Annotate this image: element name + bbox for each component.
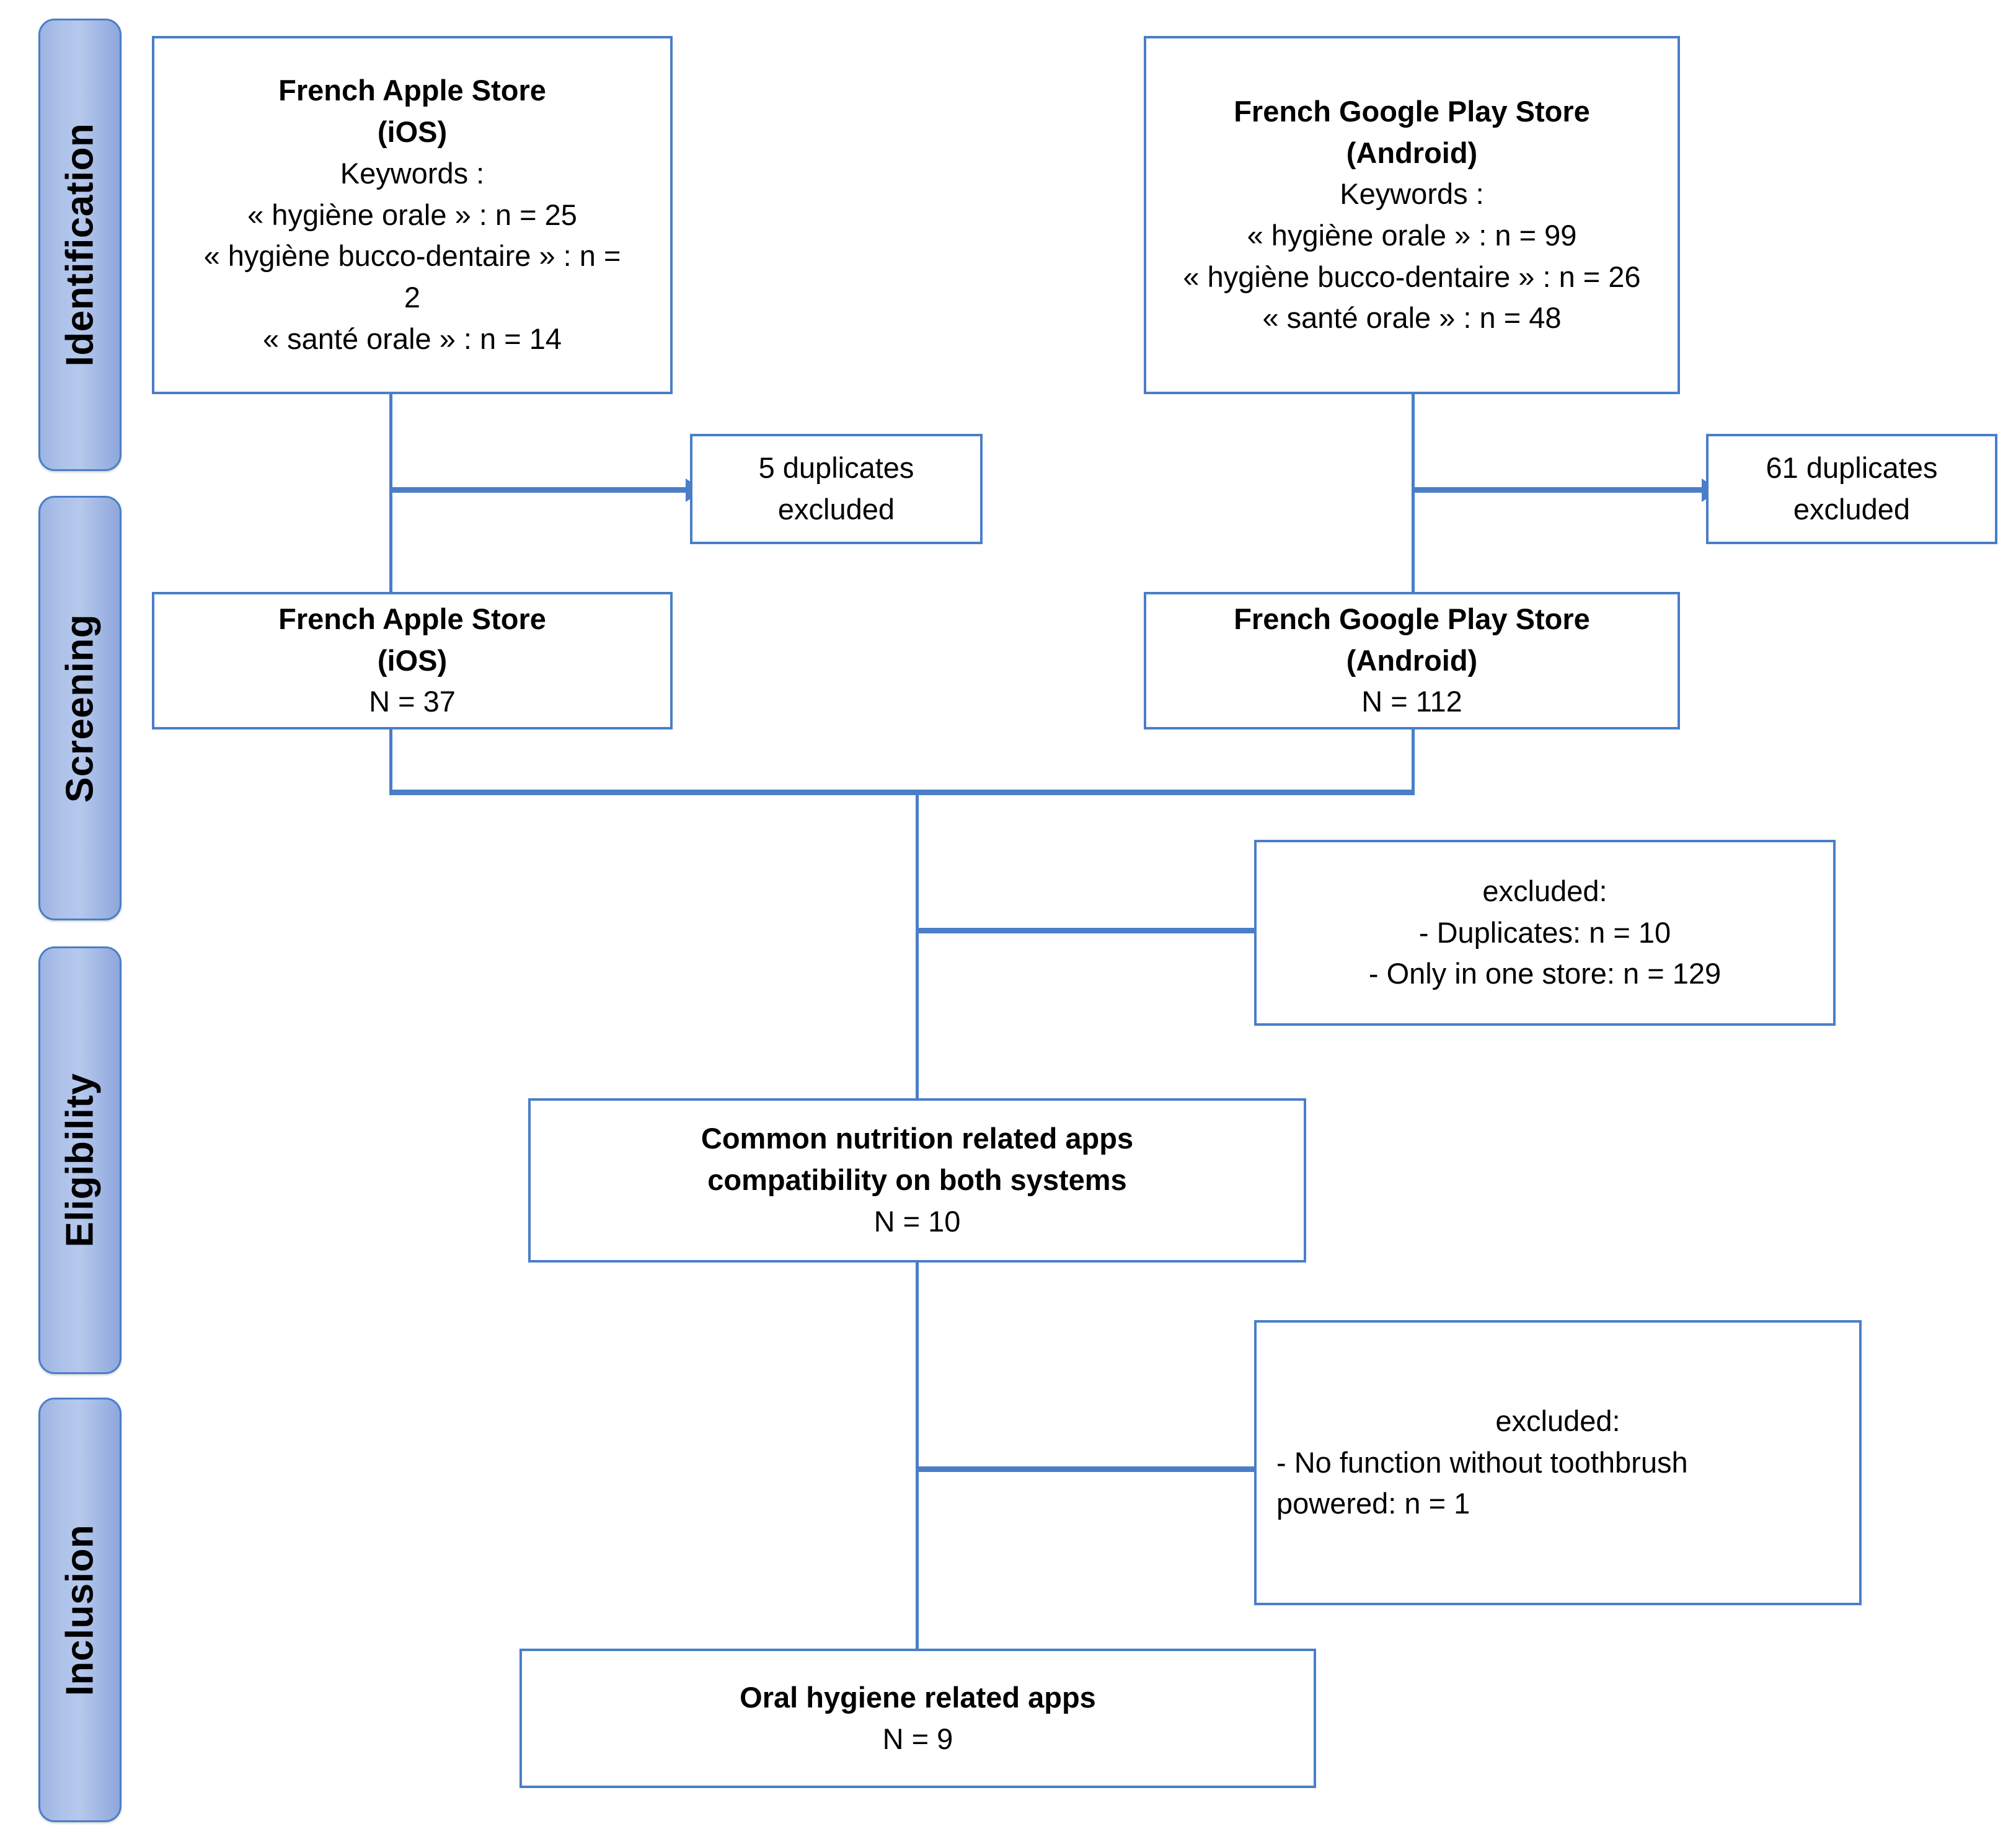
phase-tab-inclusion[interactable]: Inclusion <box>38 1398 122 1822</box>
phase-tab-identification[interactable]: Identification <box>38 19 122 471</box>
connector-merge-to-common-apps <box>916 790 919 1099</box>
google-identification-title-line1: French Google Play Store <box>1234 94 1590 128</box>
box-apple-store-screening[interactable]: French Apple Store (iOS) N = 37 <box>152 592 673 729</box>
apple-identification-keyword-3: « santé orale » : n = 14 <box>262 322 562 355</box>
google-screening-count: N = 112 <box>1361 685 1462 718</box>
apple-screening-title-line2: (iOS) <box>377 643 448 677</box>
box-google-duplicates-excluded[interactable]: 61 duplicates excluded <box>1706 434 1997 544</box>
google-identification-title-line2: (Android) <box>1346 136 1478 169</box>
google-screening-title-line1: French Google Play Store <box>1234 602 1590 635</box>
common-apps-count: N = 10 <box>873 1204 961 1238</box>
google-duplicates-line1: 61 duplicates <box>1766 451 1938 485</box>
google-duplicates-line2: excluded <box>1793 493 1911 526</box>
box-oral-hygiene-related-apps[interactable]: Oral hygiene related apps N = 9 <box>519 1649 1316 1788</box>
apple-identification-keywords-label: Keywords : <box>340 156 485 190</box>
phase-label-identification: Identification <box>58 123 102 367</box>
connector-common-apps-to-final <box>916 1261 919 1695</box>
google-identification-keywords-label: Keywords : <box>1340 177 1484 211</box>
google-identification-keyword-3: « santé orale » : n = 48 <box>1262 301 1562 335</box>
google-screening-title-line2: (Android) <box>1346 643 1478 677</box>
box-inclusion-excluded[interactable]: excluded: - No function without toothbru… <box>1254 1320 1862 1605</box>
inclusion-excluded-reason-2: powered: n = 1 <box>1276 1487 1470 1520</box>
arrow-apple-duplicates <box>389 487 687 493</box>
apple-screening-count: N = 37 <box>369 685 456 718</box>
eligibility-excluded-reason-1: - Duplicates: n = 10 <box>1418 915 1671 949</box>
apple-identification-keyword-2: « hygiène bucco-dentaire » : n = <box>203 239 621 273</box>
eligibility-excluded-reason-2: - Only in one store: n = 129 <box>1368 957 1722 990</box>
phase-tab-screening[interactable]: Screening <box>38 496 122 920</box>
apple-duplicates-line1: 5 duplicates <box>758 451 914 485</box>
inclusion-excluded-reason-1: - No function without toothbrush <box>1276 1445 1688 1479</box>
apple-identification-keyword-1: « hygiène orale » : n = 25 <box>247 198 577 231</box>
apple-identification-title-line1: French Apple Store <box>278 74 546 107</box>
box-apple-store-identification[interactable]: French Apple Store (iOS) Keywords : « hy… <box>152 36 673 394</box>
apple-screening-title-line1: French Apple Store <box>278 602 546 635</box>
google-identification-keyword-2: « hygiène bucco-dentaire » : n = 26 <box>1183 260 1641 293</box>
connector-apple-screening-down <box>389 728 392 793</box>
phase-label-eligibility: Eligibility <box>58 1073 102 1248</box>
apple-identification-keyword-2-wrap: 2 <box>404 281 421 314</box>
phase-label-screening: Screening <box>58 614 102 803</box>
apple-duplicates-line2: excluded <box>777 493 895 526</box>
box-apple-duplicates-excluded[interactable]: 5 duplicates excluded <box>690 434 983 544</box>
final-count: N = 9 <box>882 1722 953 1755</box>
common-apps-title-line1: Common nutrition related apps <box>701 1122 1134 1155</box>
google-identification-keyword-1: « hygiène orale » : n = 99 <box>1247 219 1577 252</box>
arrow-google-duplicates <box>1412 487 1703 493</box>
inclusion-excluded-heading: excluded: <box>1495 1404 1620 1437</box>
box-google-play-store-identification[interactable]: French Google Play Store (Android) Keywo… <box>1144 36 1680 394</box>
phase-label-inclusion: Inclusion <box>58 1524 102 1696</box>
connector-apple-identification-to-screening <box>389 394 392 593</box>
connector-google-identification-to-screening <box>1412 394 1415 593</box>
phase-tab-eligibility[interactable]: Eligibility <box>38 946 122 1374</box>
connector-merge-horizontal <box>389 790 1415 795</box>
apple-identification-title-line2: (iOS) <box>377 115 448 149</box>
arrow-eligibility-excluded <box>916 928 1255 933</box>
eligibility-excluded-heading: excluded: <box>1482 874 1607 907</box>
arrow-inclusion-excluded <box>916 1466 1255 1472</box>
final-title: Oral hygiene related apps <box>740 1680 1096 1714</box>
common-apps-title-line2: compatibility on both systems <box>707 1163 1127 1197</box>
box-google-play-store-screening[interactable]: French Google Play Store (Android) N = 1… <box>1144 592 1680 729</box>
box-eligibility-excluded[interactable]: excluded: - Duplicates: n = 10 - Only in… <box>1254 840 1836 1026</box>
connector-google-screening-down <box>1412 728 1415 793</box>
box-common-nutrition-related-apps[interactable]: Common nutrition related apps compatibil… <box>528 1098 1306 1263</box>
